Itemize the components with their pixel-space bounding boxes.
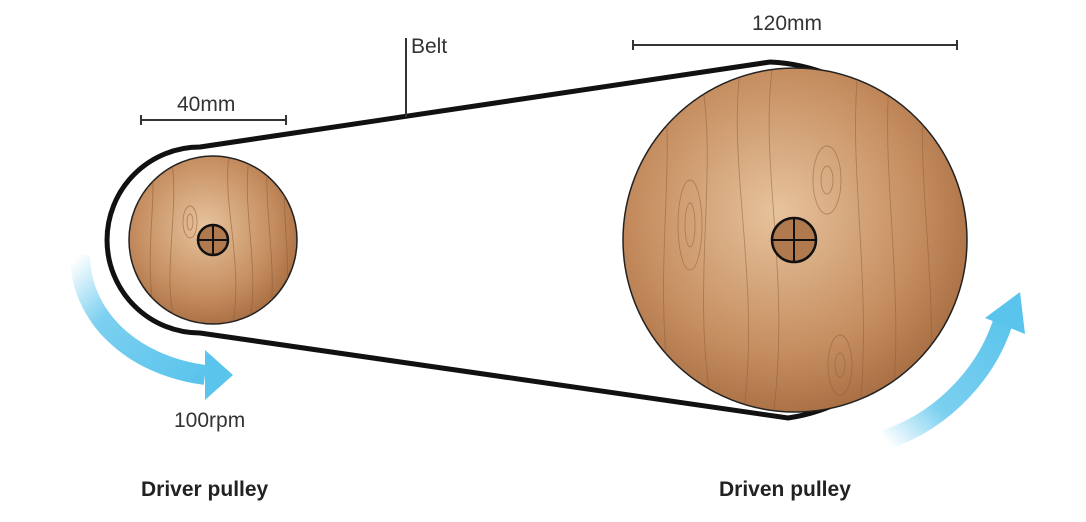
driver-diameter-label: 40mm [177,93,236,116]
crosshair-axle-icon [770,216,818,264]
driven-rotation-arrow-icon [881,292,1025,450]
driven-pulley-title: Driven pulley [719,478,851,501]
wood-grain [659,69,932,411]
driver-pulley [128,155,298,325]
driver-rotation-arrow-icon [70,254,233,400]
driver-diameter-dimension [140,115,287,125]
belt-label: Belt [411,35,448,58]
driver-speed-label: 100rpm [174,409,246,432]
driven-pulley [622,67,968,413]
driven-diameter-dimension [632,40,958,50]
driver-pulley-title: Driver pulley [141,478,269,501]
crosshair-axle-icon [196,223,230,257]
driven-diameter-label: 120mm [752,12,823,35]
